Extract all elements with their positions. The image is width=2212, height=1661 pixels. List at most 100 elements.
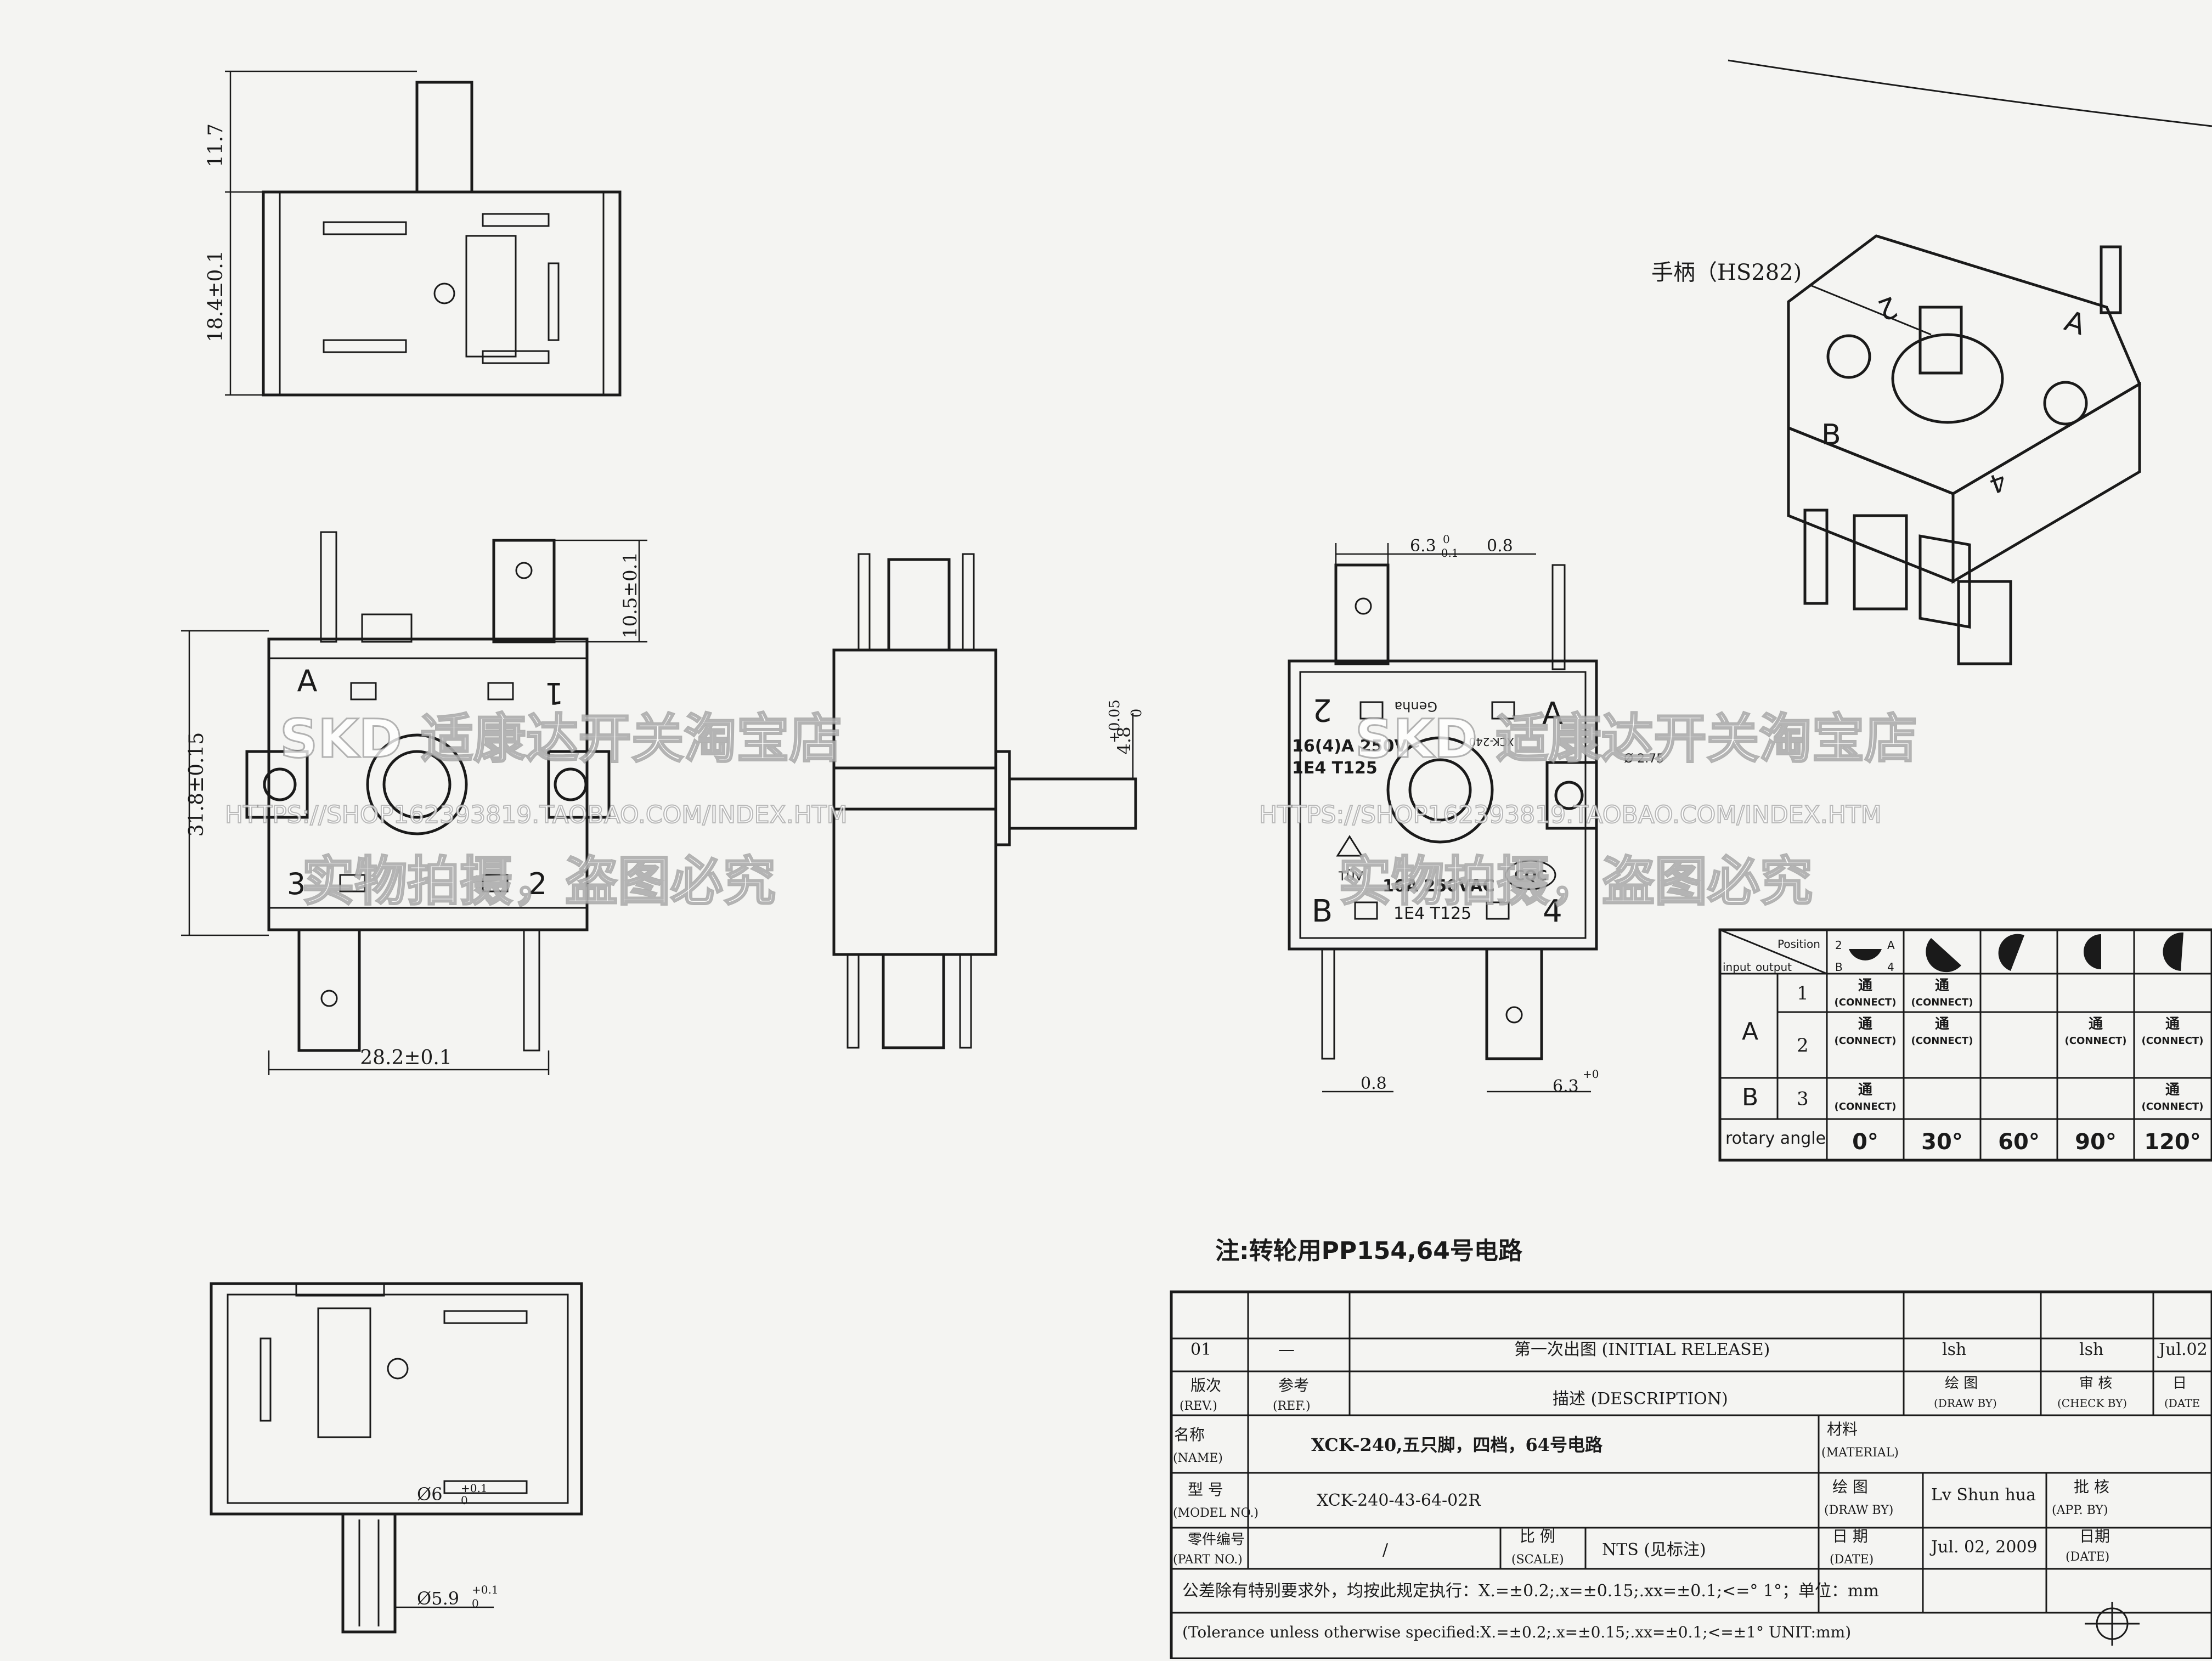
back-label-4: 4 (1543, 894, 1562, 929)
tt-input-b: B (1742, 1083, 1758, 1111)
side-terminal-bottom (882, 953, 945, 1049)
tt-cell: 通 (1858, 978, 1872, 994)
back-hole-dim: Ø 2.75 (1624, 752, 1664, 766)
dim-bottom-d2-tol: +0.1 (472, 1583, 499, 1596)
paper-edge (1728, 59, 2212, 127)
tt-cell: (CONNECT) (1911, 1035, 1973, 1047)
iso-pin (1803, 509, 1829, 605)
truth-table-frame (1718, 928, 2212, 1162)
back-window (1486, 901, 1510, 920)
dim-back-w1-tol: 0 (1443, 533, 1450, 546)
watermark-shop: SKD 适康达开关淘宝店 (280, 708, 842, 770)
tt-diag (1719, 929, 1827, 975)
title-block: 01 — 第一次出图 (INITIAL RELEASE) lsh lsh Jul… (1170, 1290, 2212, 1660)
tb-scale-lbl: 比 例 (1520, 1527, 1555, 1545)
tb-tol-cn: 公差除有特别要求外，均按此规定执行：X.=±0.2;.x=±0.15;.xx=±… (1182, 1581, 1879, 1601)
tt-output-3: 3 (1797, 1088, 1809, 1110)
tt-pos-icon (1849, 949, 1882, 961)
back-model: XCK-240 (1469, 735, 1514, 748)
dim-bottom-d1-tol: +0.1 (461, 1482, 488, 1495)
tb-h-rev-en: (REV.) (1180, 1399, 1217, 1413)
iso-label-b: B (1821, 419, 1841, 451)
back-label-a: A (1542, 696, 1563, 732)
back-ear-hole (1554, 781, 1584, 810)
front-pin-bottom (523, 929, 540, 1052)
front-hub-inner (382, 750, 452, 819)
front-label-2: 2 (528, 867, 547, 901)
iso-terminal (1853, 514, 1908, 611)
top-view-slot (482, 213, 550, 227)
tb-appby-lbl: 批 核 (2074, 1478, 2109, 1496)
watermark-shop2: SKD 适康达开关淘宝店 (1355, 708, 1917, 770)
tt-cell: 通 (1935, 1016, 1949, 1032)
top-view-shaft (415, 81, 473, 194)
bottom-window (317, 1307, 371, 1438)
front-ear-right (547, 750, 611, 819)
tb-name-lbl: 名称 (1174, 1426, 1205, 1444)
tb-part-lbl: 零件编号 (1188, 1532, 1245, 1548)
tt-output-2: 2 (1797, 1035, 1809, 1057)
tb-scale-lbl-en: (SCALE) (1511, 1553, 1564, 1567)
tt-cell: (CONNECT) (1835, 1101, 1897, 1112)
front-view: A 1 3 2 10.5±0.1 31.8±0.15 28.2±0.1 (181, 531, 647, 1075)
tt-cell: 通 (2165, 1016, 2180, 1032)
back-rating1: 16(4)A 250V~ (1292, 737, 1421, 756)
tb-rev: 01 (1190, 1340, 1211, 1359)
bottom-view: Ø6 +0.1 0 Ø5.9 +0.1 0 (210, 1282, 583, 1634)
top-view-window (465, 235, 517, 358)
bottom-slot (443, 1310, 528, 1324)
tb-desc: 第一次出图 (INITIAL RELEASE) (1514, 1340, 1770, 1359)
dim-side-shaft: 4.8 (1114, 727, 1135, 755)
back-tuv-mark (1336, 835, 1363, 857)
back-terminal-bottom (1485, 947, 1543, 1060)
tb-name: XCK-240,五只脚，四档，64号电路 (1311, 1434, 1603, 1455)
tt-pos-4: 4 (1887, 961, 1894, 974)
tt-cell: (CONNECT) (1835, 997, 1897, 1008)
tt-angle: 60° (1998, 1129, 2040, 1155)
tb-drawby-lbl-en: (DRAW BY) (1824, 1504, 1893, 1517)
tb-h-rev: 版次 (1190, 1376, 1221, 1394)
tt-input-a: A (1742, 1018, 1758, 1046)
tb-tol-en: (Tolerance unless otherwise specified:X.… (1182, 1623, 1851, 1641)
top-view-hole (433, 283, 455, 304)
tb-model-lbl-en: (MODEL NO.) (1173, 1506, 1259, 1520)
front-boss (361, 613, 413, 643)
iso-hub (1891, 333, 2004, 424)
back-cqc-mark (1505, 860, 1556, 890)
dim-top-h2: 18.4±0.1 (205, 250, 227, 342)
tb-h-date: 日 (2172, 1375, 2187, 1392)
watermark-url: HTTPS://SHOP162393819.TAOBAO.COM/INDEX.H… (225, 801, 848, 829)
back-pin-bottom (1321, 948, 1335, 1060)
tt-angle: 120° (2144, 1129, 2201, 1155)
back-label-b: B (1312, 894, 1333, 929)
tt-cell: (CONNECT) (1835, 1035, 1897, 1047)
watermark-note2: 实物拍摄，盗图必究 (1339, 851, 1813, 912)
back-terminal-hole (1355, 597, 1372, 615)
tb-part-lbl-en: (PART NO.) (1173, 1553, 1243, 1567)
tt-output-1: 1 (1797, 982, 1809, 1004)
front-ear-hole (263, 767, 297, 801)
iso-ear-hole (1826, 334, 1871, 379)
tt-cell: 通 (2089, 1016, 2103, 1032)
tb-model-lbl: 型 号 (1188, 1481, 1223, 1499)
tb-date-lbl2: 日期 (2079, 1527, 2110, 1545)
front-label-3: 3 (287, 867, 306, 901)
tb-scale: NTS (见标注) (1602, 1540, 1706, 1560)
tt-output: output (1756, 961, 1792, 974)
front-hub (366, 733, 468, 835)
back-hub-inner (1408, 758, 1472, 822)
side-flange (994, 750, 1011, 846)
dim-bottom-d2-tol2: 0 (472, 1597, 479, 1610)
front-window (487, 682, 514, 700)
tb-ref: — (1278, 1340, 1295, 1359)
tb-drawby-lbl: 绘 图 (1832, 1478, 1868, 1496)
back-pin (1551, 564, 1566, 670)
front-terminal-hole (515, 562, 533, 579)
dim-bottom-d1-tol2: 0 (461, 1494, 468, 1507)
dim-front-term: 10.5±0.1 (619, 552, 641, 639)
tt-cell: (CONNECT) (1911, 997, 1973, 1008)
tb-drawby: Lv Shun hua (1931, 1485, 2036, 1505)
tt-pos-a: A (1887, 939, 1895, 952)
tt-pos-icon (1926, 938, 1961, 973)
